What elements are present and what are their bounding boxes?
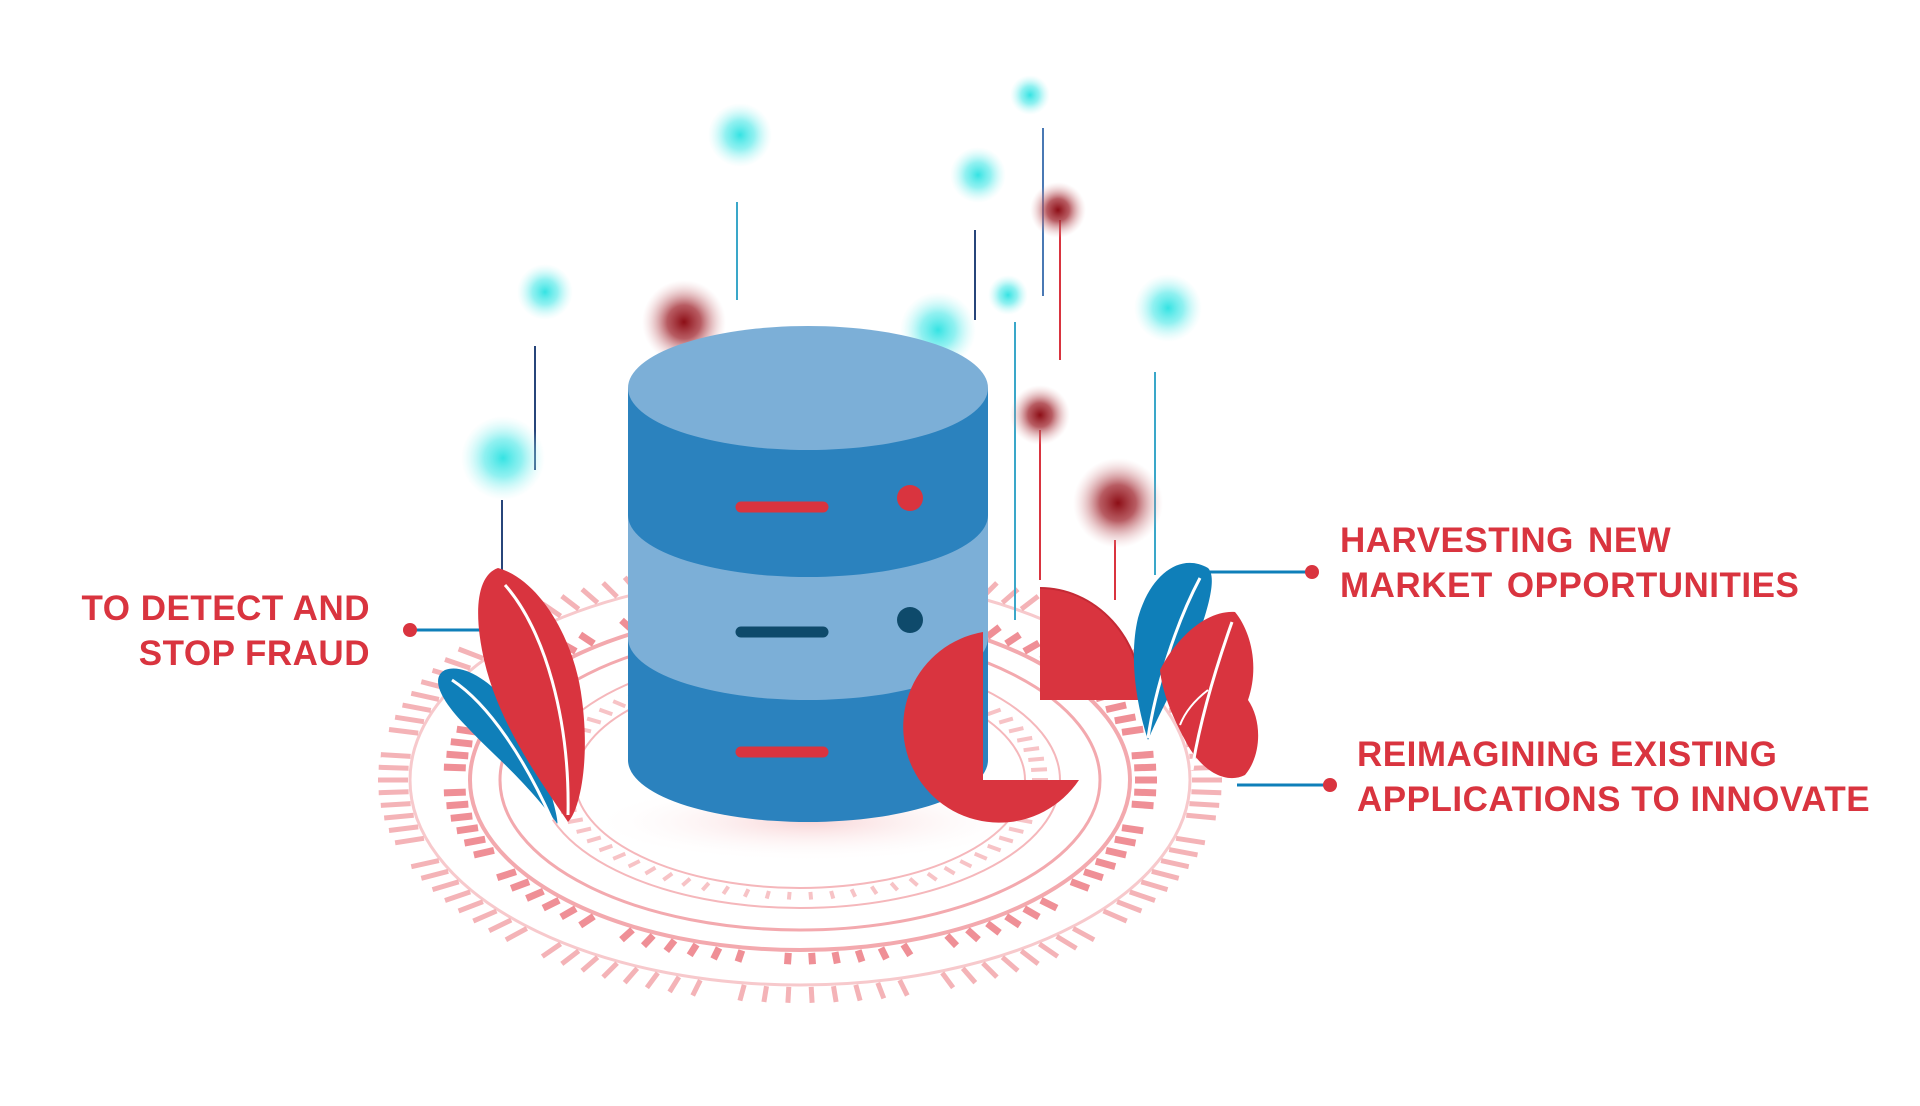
label-reimagine-line1: REIMAGINING EXISTING <box>1357 735 1778 774</box>
label-harvest-line2: MARKET OPPORTUNITIES <box>1340 566 1800 605</box>
label-detect-fraud: TO DETECT AND STOP FRAUD <box>82 586 370 676</box>
label-detect-fraud-line2: STOP FRAUD <box>138 634 370 673</box>
data-stream-lines <box>501 128 1156 620</box>
label-detect-fraud-line1: TO DETECT AND <box>81 589 370 628</box>
leaf-icon <box>1133 562 1259 779</box>
database-icon <box>628 326 988 822</box>
label-reimagine-applications: REIMAGINING EXISTING APPLICATIONS TO INN… <box>1357 732 1870 822</box>
label-harvest-line1: HARVESTING NEW <box>1340 521 1672 560</box>
label-reimagine-line2: APPLICATIONS TO INNOVATE <box>1357 780 1871 819</box>
label-harvest-opportunities: HARVESTING NEW MARKET OPPORTUNITIES <box>1340 518 1799 608</box>
leaf-icon <box>438 568 585 824</box>
